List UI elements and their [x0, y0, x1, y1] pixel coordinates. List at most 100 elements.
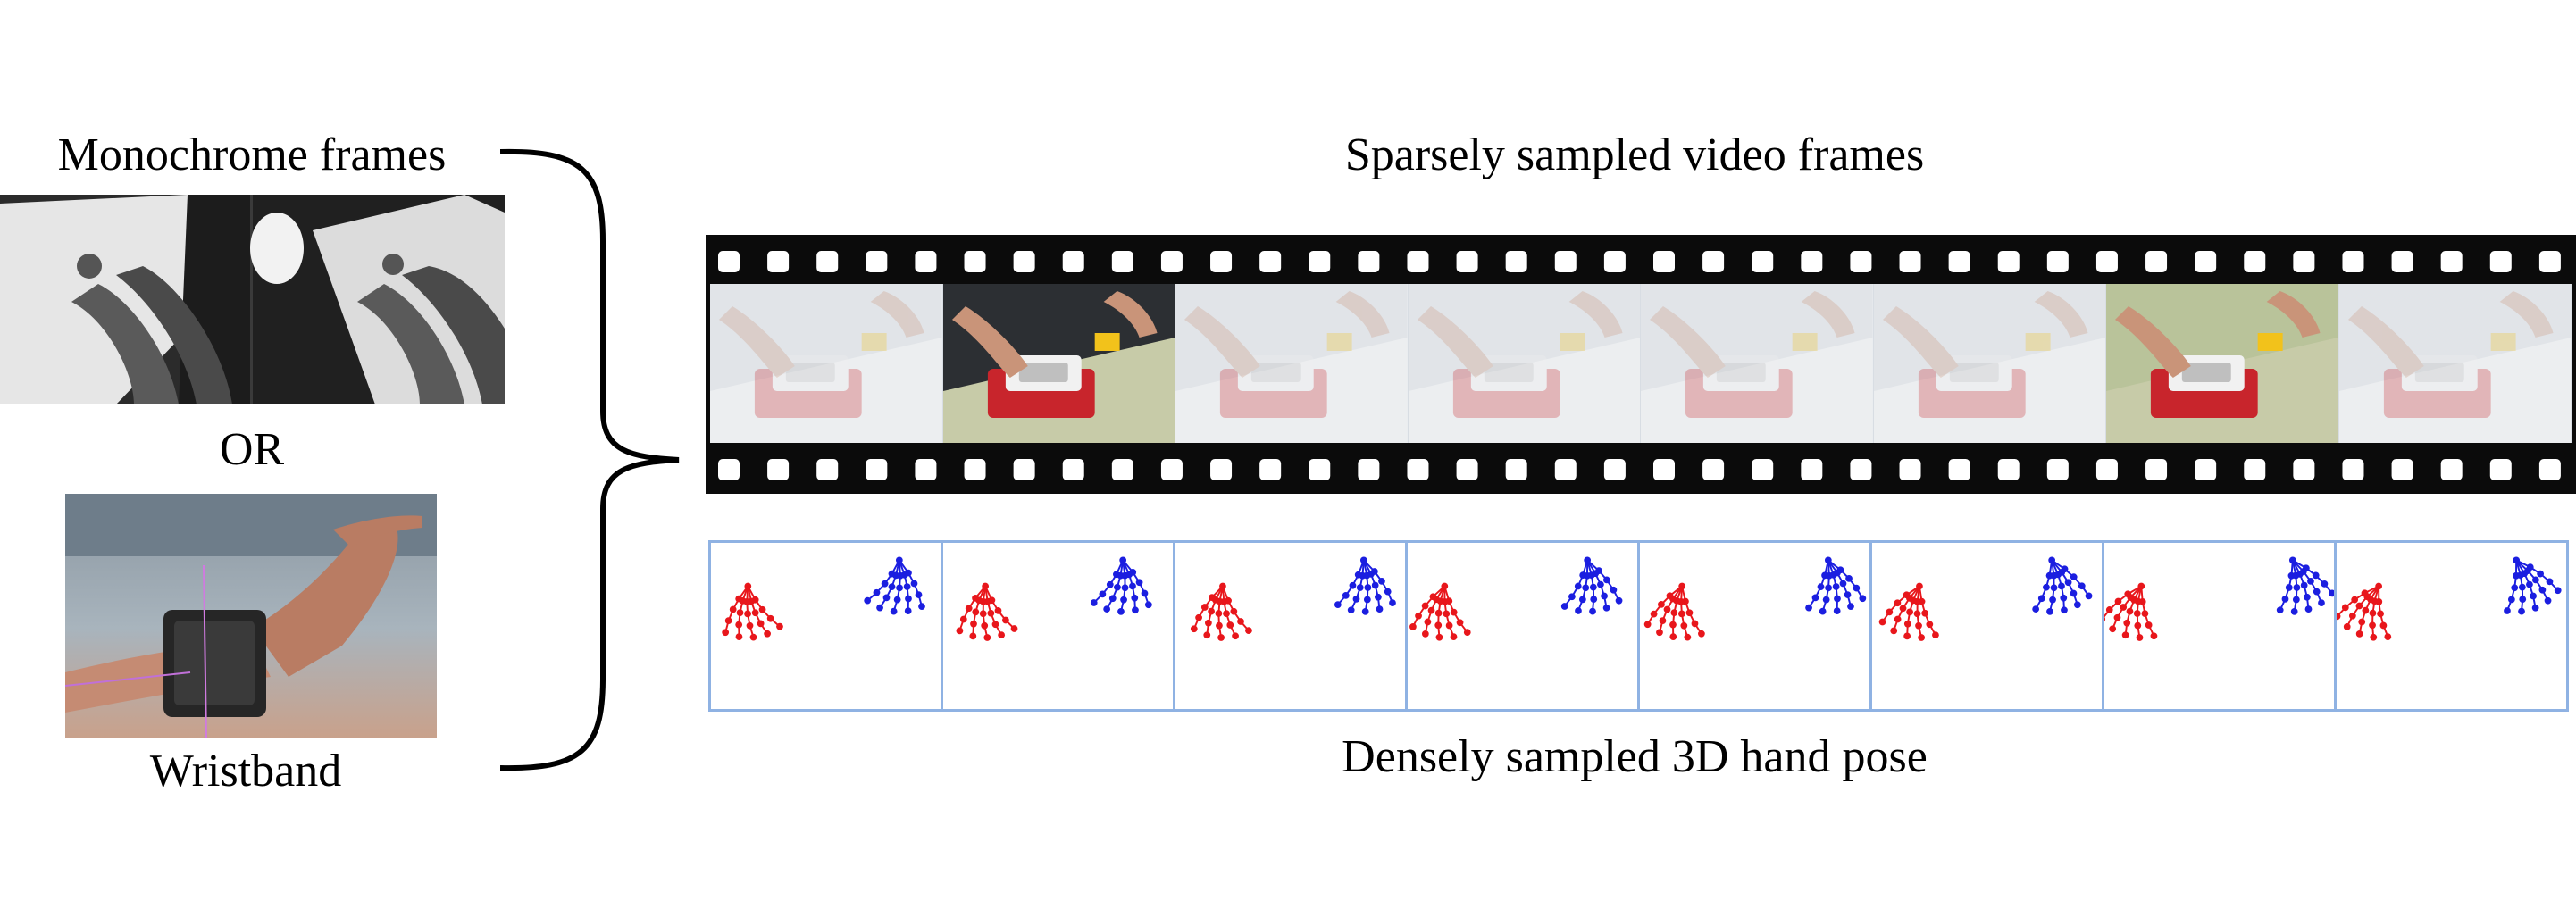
- left-hand-skeleton: [956, 582, 1018, 641]
- joint: [1698, 630, 1705, 638]
- joint: [1656, 629, 1663, 637]
- sprocket-hole: [2538, 459, 2561, 480]
- joint: [1595, 567, 1602, 575]
- joint: [1915, 621, 1922, 630]
- joint: [1685, 609, 1694, 617]
- joint: [972, 608, 980, 616]
- joint: [1678, 582, 1685, 590]
- hand-pose-frame: [1405, 540, 1640, 712]
- sprocket-hole: [1407, 251, 1429, 272]
- sprocket-hole: [964, 459, 986, 480]
- video-frame: [942, 284, 1175, 443]
- joint: [1832, 583, 1840, 590]
- joint: [2032, 605, 2040, 613]
- joint: [2061, 565, 2069, 573]
- video-frame: [1873, 284, 2106, 443]
- joint: [1424, 618, 1432, 626]
- joint: [2377, 610, 2384, 618]
- joint: [1378, 578, 1385, 585]
- joint: [1356, 584, 1364, 591]
- left-hand-skeleton: [1643, 582, 1705, 641]
- joint: [2384, 633, 2392, 640]
- joint: [956, 627, 964, 635]
- sprocket-hole: [767, 459, 790, 480]
- joint: [1215, 610, 1223, 617]
- joint: [1886, 608, 1894, 616]
- joint: [1918, 634, 1925, 641]
- sprocket-hole: [2195, 459, 2217, 480]
- joint: [1853, 584, 1861, 592]
- sprocket-hole: [718, 251, 740, 272]
- joint: [876, 604, 883, 612]
- joint: [1589, 607, 1596, 615]
- joint: [2304, 593, 2311, 601]
- joint: [2141, 610, 2149, 617]
- joint: [1237, 618, 1244, 625]
- joint: [2538, 586, 2547, 594]
- joint: [1421, 630, 1429, 638]
- joint: [2109, 625, 2117, 633]
- joint: [1443, 610, 1451, 618]
- hand-pose-frame: [2098, 540, 2337, 712]
- joint: [1684, 633, 1692, 641]
- joint: [758, 605, 766, 613]
- joint: [724, 617, 732, 625]
- joint: [1349, 581, 1357, 589]
- joint: [1584, 556, 1592, 564]
- sprocket-hole: [866, 459, 888, 480]
- joint: [735, 595, 743, 603]
- joint: [2507, 596, 2515, 604]
- joint: [751, 609, 759, 617]
- joint: [1456, 619, 1464, 627]
- joint: [1926, 621, 1934, 629]
- joint: [1232, 632, 1239, 640]
- joint: [2362, 606, 2370, 614]
- left-hand-skeleton: [2333, 582, 2392, 641]
- joint: [1839, 580, 1847, 588]
- joint: [735, 621, 743, 629]
- joint: [1574, 582, 1582, 590]
- joint: [1597, 580, 1604, 588]
- hand-pose-frame: [1637, 540, 1872, 712]
- joint: [1670, 609, 1678, 616]
- joint: [1441, 582, 1449, 590]
- joint: [2078, 582, 2086, 590]
- sprocket-hole: [1210, 459, 1233, 480]
- hand-pose-frame: [708, 540, 943, 712]
- sprocket-hole: [1653, 251, 1675, 272]
- sprocket-hole: [1259, 251, 1282, 272]
- joint: [1560, 603, 1568, 610]
- sprocket-hole: [1554, 251, 1577, 272]
- joint: [766, 614, 774, 622]
- joint: [959, 615, 967, 623]
- joint: [1223, 610, 1230, 617]
- sprocket-hole: [816, 251, 839, 272]
- joint: [1427, 606, 1435, 614]
- joint: [1602, 576, 1610, 584]
- joint: [1582, 584, 1590, 592]
- joint: [915, 591, 923, 598]
- joint: [2037, 595, 2045, 603]
- joint: [1894, 615, 1902, 623]
- joint: [1833, 607, 1841, 614]
- joint: [1601, 592, 1608, 600]
- joint: [1434, 621, 1443, 630]
- video-frame: [1175, 284, 1409, 443]
- joint: [970, 620, 977, 628]
- right-hand-skeleton: [864, 556, 925, 615]
- sprocket-hole: [2145, 251, 2168, 272]
- sprocket-hole: [915, 459, 937, 480]
- joint: [1099, 590, 1107, 598]
- video-frame: [710, 284, 943, 443]
- hand-pose-frame: [2333, 540, 2569, 712]
- sprocket-hole: [2538, 251, 2561, 272]
- sparse-frames-label: Sparsely sampled video frames: [1344, 129, 1925, 180]
- dense-pose-label: Densely sampled 3D hand pose: [1342, 731, 1928, 782]
- joint: [1859, 595, 1867, 603]
- left-hand-skeleton: [1409, 582, 1471, 641]
- joint: [2121, 631, 2129, 639]
- joint: [1921, 609, 1929, 617]
- joint: [2531, 576, 2539, 584]
- joint: [1834, 595, 1841, 603]
- sprocket-hole: [1062, 459, 1084, 480]
